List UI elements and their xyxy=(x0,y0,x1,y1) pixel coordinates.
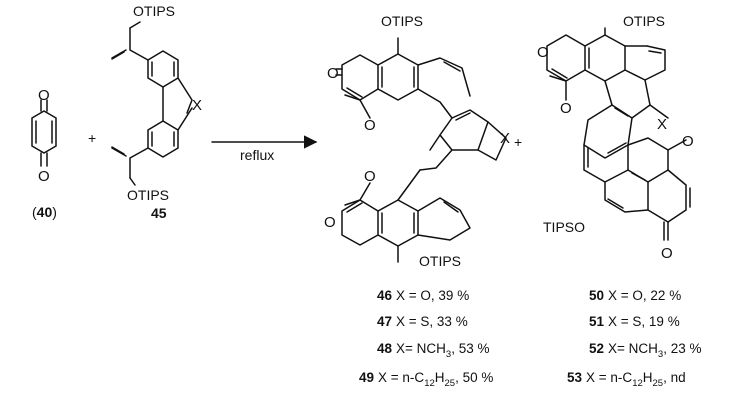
atom-o-isomer-1: O xyxy=(537,44,549,61)
plus-sign-1: + xyxy=(88,130,96,146)
isomer-product-structure xyxy=(546,27,691,241)
atom-o-helicene-3: O xyxy=(364,168,376,185)
atom-o-helicene-4: O xyxy=(324,214,336,231)
compound-label-40: (40) xyxy=(32,204,57,220)
otips-label-helicene-bottom: OTIPS xyxy=(419,253,461,269)
compound-label-45: 45 xyxy=(151,205,167,221)
atom-x-helicene: X xyxy=(500,130,510,147)
helicene-product-structure xyxy=(335,37,507,263)
otips-label-helicene-top: OTIPS xyxy=(381,13,423,29)
atom-o-bottom-40: O xyxy=(38,168,50,185)
atom-o-helicene-2: O xyxy=(364,117,376,134)
atom-o-isomer-4: O xyxy=(661,245,673,262)
atom-o-top-40: O xyxy=(38,87,50,104)
otips-label-isomer: OTIPS xyxy=(623,13,665,29)
tipso-label-isomer: TIPSO xyxy=(543,219,585,235)
arrow-condition: reflux xyxy=(240,147,274,163)
bis-silyloxydiene-structure xyxy=(111,21,193,186)
atom-x-45: X xyxy=(192,97,202,114)
atom-o-isomer-2: O xyxy=(560,100,572,117)
atom-x-isomer: X xyxy=(657,116,667,133)
atom-o-isomer-3: O xyxy=(682,133,694,150)
otips-label-45-top: OTIPS xyxy=(133,3,175,19)
plus-sign-2: + xyxy=(514,134,522,150)
otips-label-45-bottom: OTIPS xyxy=(127,187,169,203)
atom-o-helicene-1: O xyxy=(327,65,339,82)
benzoquinone-structure xyxy=(31,99,57,167)
